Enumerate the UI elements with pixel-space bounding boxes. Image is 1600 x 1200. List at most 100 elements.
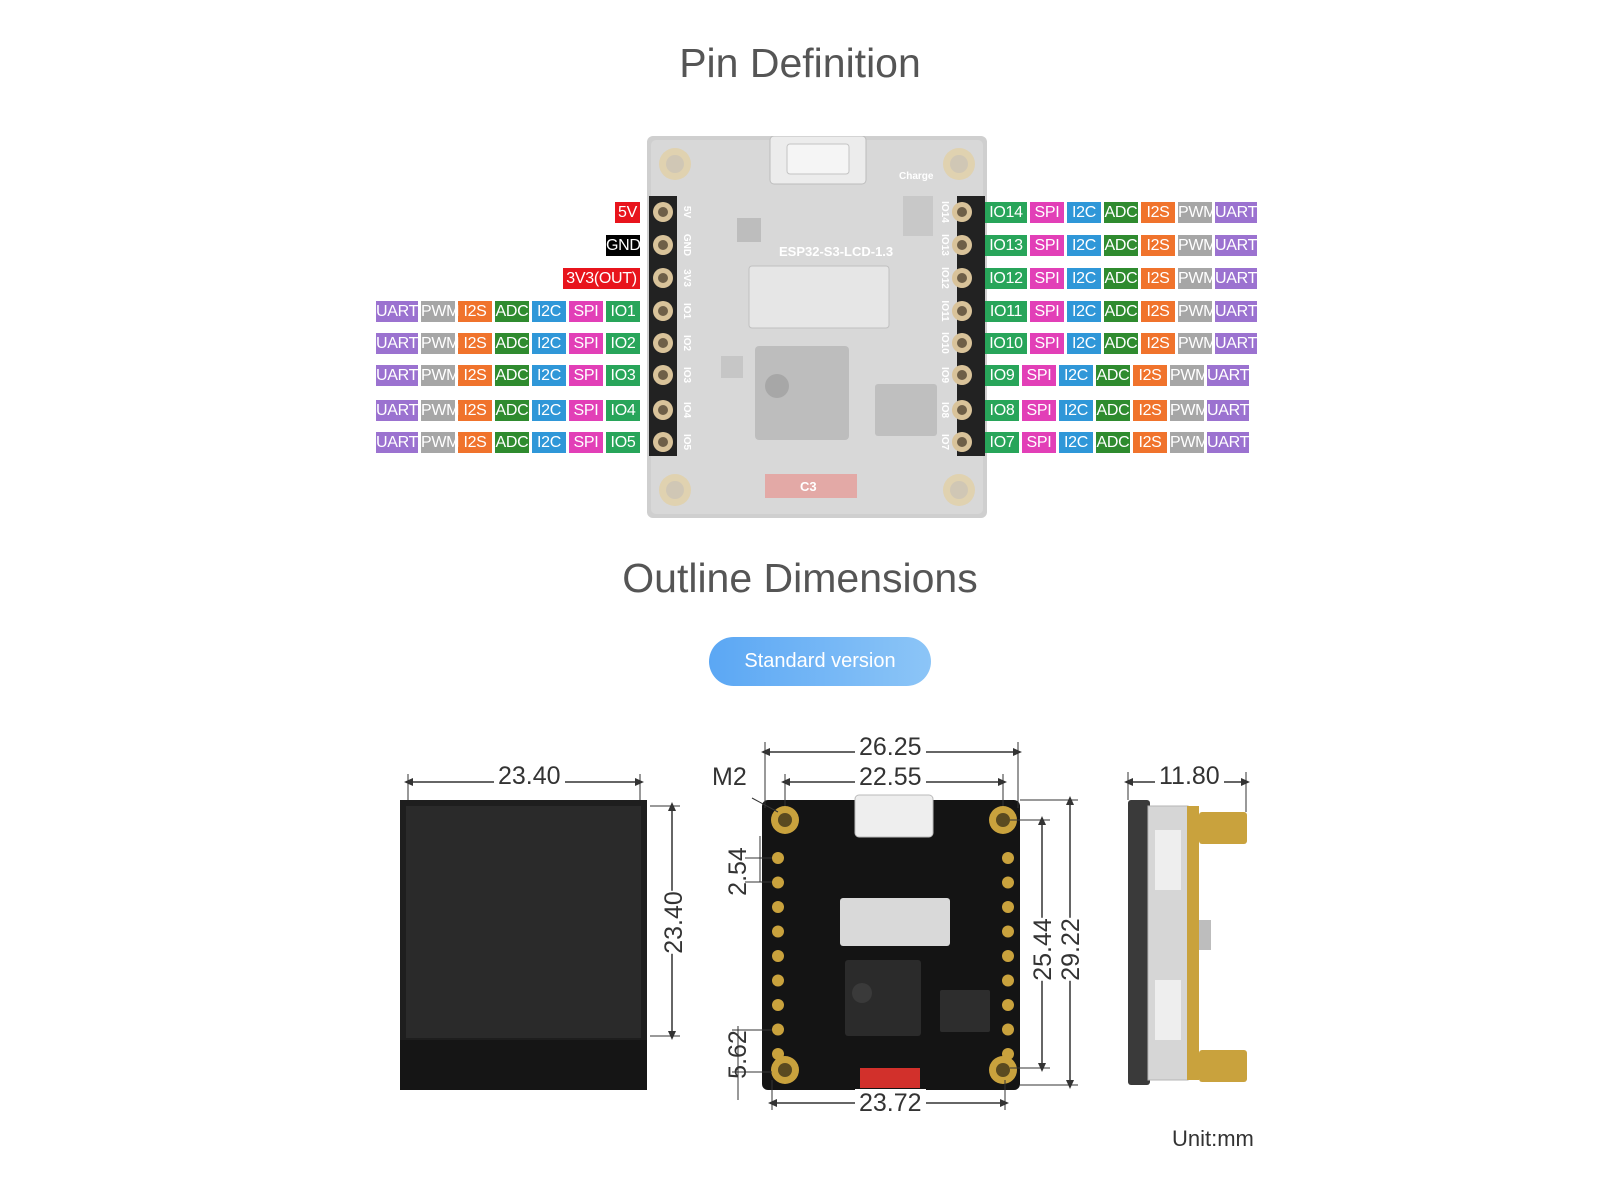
pcb-header-pin [1002,925,1014,938]
board-model-text: ESP32-S3-LCD-1.3 [779,244,893,259]
outline-dimensions-title: Outline Dimensions [622,555,978,601]
right-silk-label: IO9 [939,367,950,384]
pin-tag-pwm: PWM [1170,399,1209,421]
pin-tag-io10: IO10 [985,332,1027,354]
left-header-pin-hole [658,240,668,250]
pcb-header-pin [1002,901,1014,913]
pin-tag-i2c: I2C [1067,267,1101,289]
pcb-header-pin [772,901,784,913]
pin-tag-adc: ADC [495,364,529,386]
left-silk-label: 3V3 [681,269,692,287]
left-header-pin-hole [658,306,668,316]
pin-tag-uart: UART [376,332,419,354]
pin-tag-io9: IO9 [985,364,1019,386]
right-silk-label: IO10 [939,332,950,354]
board-hole-width-label: 22.55 [855,763,926,792]
pin-tag-i2c: I2C [532,431,566,453]
pin-tag-pwm: PWM [1178,332,1217,354]
pin-tag-pwm: PWM [1178,201,1217,223]
board-charge-text: Charge [899,171,934,182]
pcb-header-pin [1002,999,1014,1011]
pcb-header-pin [772,999,784,1011]
pin-tag-adc: ADC [495,300,529,322]
pin-tag-i2c: I2C [1067,300,1101,322]
left-silk-label: IO1 [681,303,692,320]
lcd-width-label: 23.40 [494,762,565,791]
right-silk-label: IO11 [939,300,950,322]
unit-note: Unit:mm [1172,1126,1254,1151]
right-header-pin-hole [957,338,967,348]
standard-version-button[interactable]: Standard version [709,637,931,686]
left-header-pin-hole [658,273,668,283]
pin-tag-i2c: I2C [1067,332,1101,354]
pin-tag-adc: ADC [1104,234,1138,256]
pin-tag-i2s: I2S [1141,234,1175,256]
left-silk-label: IO3 [681,367,692,384]
right-header-pin-hole [957,370,967,380]
right-silk-label: IO12 [939,267,950,289]
left-header-pin-hole [658,338,668,348]
pcb-header-pin [1002,876,1014,889]
pin-tag-pwm: PWM [421,332,460,354]
pin-tag-i2s: I2S [1141,267,1175,289]
pin-tag-gnd: GND [606,234,641,256]
pin-tag-i2c: I2C [532,399,566,421]
pin-tag-uart: UART [376,364,419,386]
pcb-header-pin [1002,1023,1014,1036]
pin-tag-io1: IO1 [606,300,640,322]
pin-tag-adc: ADC [1104,332,1138,354]
bottom-width-label: 23.72 [855,1089,926,1118]
pin-tag-uart: UART [1215,332,1258,354]
pin-tag-pwm: PWM [421,300,460,322]
pin-tag-i2s: I2S [458,399,492,421]
pcb-header-pin [772,925,784,938]
board-c3-text: C3 [800,479,817,494]
pcb-header-pin [772,974,784,987]
pin-tag-adc: ADC [1104,267,1138,289]
pin-tag-pwm: PWM [1170,364,1209,386]
right-header-pin-hole [957,306,967,316]
left-header-pin-hole [658,437,668,447]
pin-tag-i2s: I2S [1141,332,1175,354]
left-silk-label: GND [681,234,692,256]
pin-tag-adc: ADC [1104,300,1138,322]
right-header-pin-hole [957,240,967,250]
pcb-header-pin [772,1048,784,1060]
right-silk-label: IO8 [939,402,950,419]
lcd-height-label: 23.40 [659,891,689,954]
left-header-pin-hole [658,370,668,380]
pin-tag-i2s: I2S [458,300,492,322]
pin-tag-3v3-out-: 3V3(OUT) [563,267,640,289]
right-silk-label: IO14 [939,201,950,223]
pin-tag-io13: IO13 [985,234,1027,256]
pin-tag-5v: 5V [615,201,640,223]
pin-tag-uart: UART [1215,201,1258,223]
pin-tag-i2s: I2S [458,364,492,386]
pin-tag-pwm: PWM [1170,431,1209,453]
pin-tag-spi: SPI [1030,234,1064,256]
pin-tag-spi: SPI [569,431,603,453]
mount-hole-label: M2 [712,763,747,791]
pcb-header-pin [1002,1048,1014,1060]
pin-tag-io12: IO12 [985,267,1027,289]
pin-tag-adc: ADC [495,431,529,453]
pin-tag-i2c: I2C [1059,431,1093,453]
pin-tag-spi: SPI [569,399,603,421]
pin-tag-i2c: I2C [532,332,566,354]
pin-tag-pwm: PWM [421,399,460,421]
left-header-pin-hole [658,207,668,217]
pin-tag-i2s: I2S [1133,431,1167,453]
pin-tag-i2c: I2C [1067,201,1101,223]
right-header-pin-hole [957,207,967,217]
pin-tag-spi: SPI [1022,399,1056,421]
pin-tag-i2c: I2C [1067,234,1101,256]
pin-pitch-label: 2.54 [723,847,752,896]
pin-tag-uart: UART [1215,234,1258,256]
pin-tag-uart: UART [376,300,419,322]
board-total-width-label: 26.25 [855,733,926,762]
pcb-header-pin [1002,974,1014,987]
pcb-header-pin [772,950,784,962]
side-view [1128,800,1247,1085]
pin-tag-io7: IO7 [985,431,1019,453]
outline-dimensions-drawing [400,742,1250,1110]
